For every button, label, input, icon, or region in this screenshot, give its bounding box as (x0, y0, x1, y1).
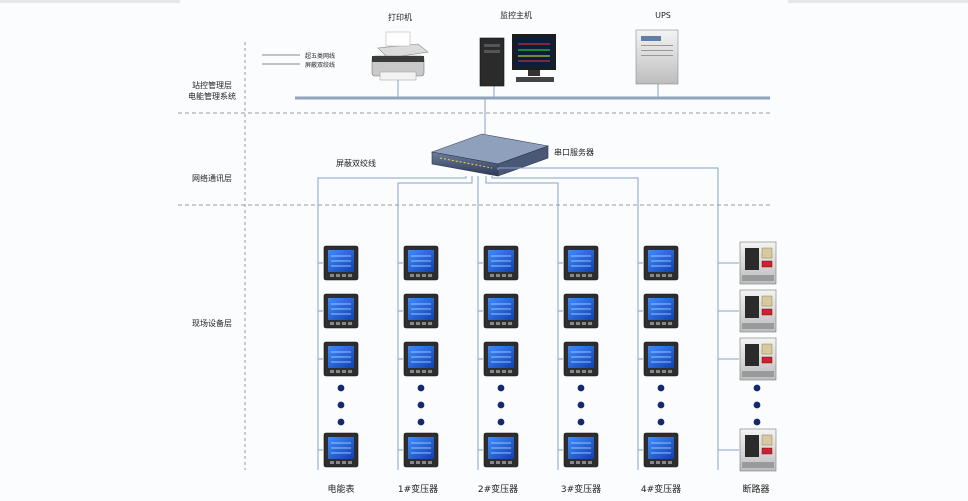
meter-icon (398, 293, 439, 329)
ellipsis-dot (337, 418, 345, 426)
shielded-cable-label: 屏蔽双绞线 (336, 158, 376, 168)
ellipsis-dot (417, 418, 425, 426)
breaker-icon (718, 289, 777, 333)
meter-icon (398, 341, 439, 377)
field-wiring (317, 167, 719, 470)
layer-label-management-1: 站控管理层 (192, 80, 232, 90)
legend-label-shielded: 屏蔽双绞线 (305, 61, 335, 69)
ellipsis-dot (657, 401, 665, 409)
ellipsis-dot (417, 384, 425, 392)
wire-col-1 (317, 176, 467, 470)
meter-icon (558, 293, 599, 329)
meter-icon (638, 432, 679, 468)
ellipsis-dot (337, 384, 345, 392)
layer-label-field: 现场设备层 (192, 318, 232, 328)
printer-label: 打印机 (388, 12, 412, 22)
breaker-icon (718, 428, 777, 472)
ellipsis-dot (497, 384, 505, 392)
ups-label: UPS (655, 11, 671, 20)
wire-col-4 (485, 176, 559, 470)
serial-server-icon (430, 133, 550, 177)
meter-icon (318, 341, 359, 377)
ellipsis-dot (497, 418, 505, 426)
meter-icon (638, 341, 679, 377)
meter-icon (638, 245, 679, 281)
ellipsis-dot (657, 384, 665, 392)
meter-icon (558, 341, 599, 377)
wire-col-5 (491, 176, 639, 470)
ellipsis-dot (417, 401, 425, 409)
top-right-bar (788, 0, 968, 3)
ups-icon (635, 29, 679, 98)
column-label: 电能表 (327, 483, 354, 495)
meter-icon (478, 432, 519, 468)
ellipsis-dot (657, 418, 665, 426)
legend-label-cat5: 超五类网线 (305, 52, 335, 60)
ellipsis-dot (577, 384, 585, 392)
host-computer-icon (479, 34, 556, 98)
field-columns: 电能表 1#变压器 2#变压器 3#变压器 4#变压器 断路器 (318, 241, 777, 495)
printer-icon (371, 31, 429, 98)
column-label: 3#变压器 (561, 483, 601, 495)
top-left-bar (0, 0, 180, 3)
meter-icon (318, 432, 359, 468)
ellipsis-dot (497, 401, 505, 409)
meter-icon (318, 293, 359, 329)
meter-icon (318, 245, 359, 281)
breaker-icon (718, 337, 777, 381)
wire-col-6 (497, 167, 719, 470)
meter-icon (638, 293, 679, 329)
host-label: 监控主机 (500, 10, 532, 20)
column-label: 4#变压器 (641, 483, 681, 495)
meter-icon (398, 432, 439, 468)
meter-icon (478, 245, 519, 281)
meter-icon (478, 293, 519, 329)
breaker-icon (718, 241, 777, 285)
meter-icon (558, 245, 599, 281)
layer-label-network: 网络通讯层 (192, 173, 232, 183)
column-label: 1#变压器 (398, 483, 438, 495)
ellipsis-dot (753, 384, 761, 392)
layer-label-management-2: 电能管理系统 (188, 91, 236, 101)
meter-icon (558, 432, 599, 468)
ellipsis-dot (753, 418, 761, 426)
ellipsis-dot (577, 418, 585, 426)
meter-icon (478, 341, 519, 377)
ellipsis-dot (337, 401, 345, 409)
ellipsis-dot (577, 401, 585, 409)
wire-col-2 (397, 176, 473, 470)
serial-server-label: 串口服务器 (554, 147, 594, 157)
column-label: 断路器 (742, 483, 769, 495)
column-label: 2#变压器 (478, 483, 518, 495)
ellipsis-dot (753, 401, 761, 409)
meter-icon (398, 245, 439, 281)
